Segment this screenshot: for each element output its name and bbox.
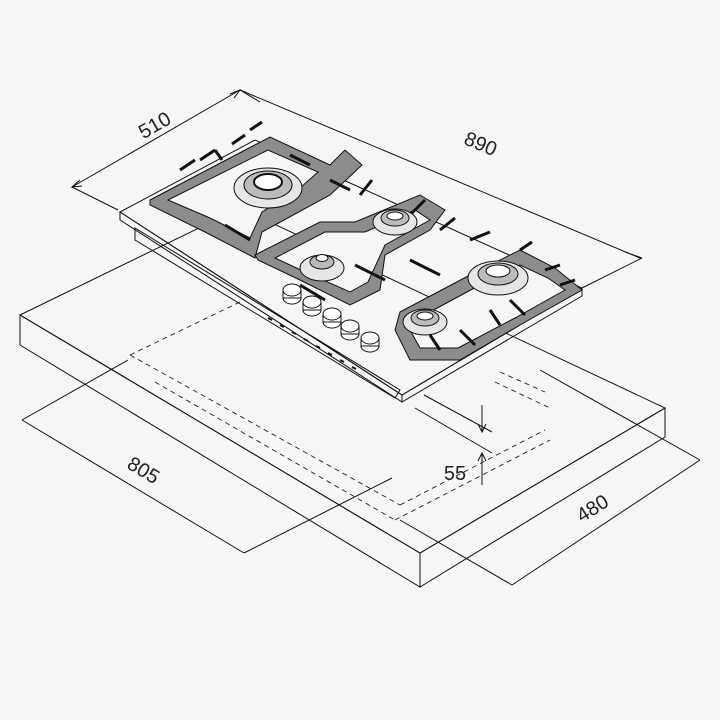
label-55: 55 (444, 463, 466, 485)
cutout-outline (129, 301, 551, 521)
worktop (18, 207, 667, 588)
control-knobs (282, 283, 380, 353)
label-805: 805 (123, 453, 163, 489)
burner-rear-mid (372, 208, 418, 236)
dimension-480 (399, 369, 701, 586)
burner-wok (233, 167, 303, 209)
knob-5 (360, 331, 380, 353)
vent-slots (267, 317, 357, 370)
pan-supports (149, 120, 583, 361)
dimension-805 (21, 359, 393, 554)
knob-1 (282, 283, 302, 305)
knob-4 (340, 319, 360, 341)
dimension-55 (414, 394, 493, 485)
dimension-510 (70, 88, 261, 211)
dimension-890 (239, 89, 643, 289)
burner-rear-right (467, 260, 529, 296)
burner-front-mid (299, 254, 345, 282)
burner-front-right (402, 308, 448, 336)
knob-2 (302, 295, 322, 317)
knob-3 (322, 307, 342, 329)
label-510: 510 (135, 108, 175, 144)
label-890: 890 (461, 128, 500, 161)
